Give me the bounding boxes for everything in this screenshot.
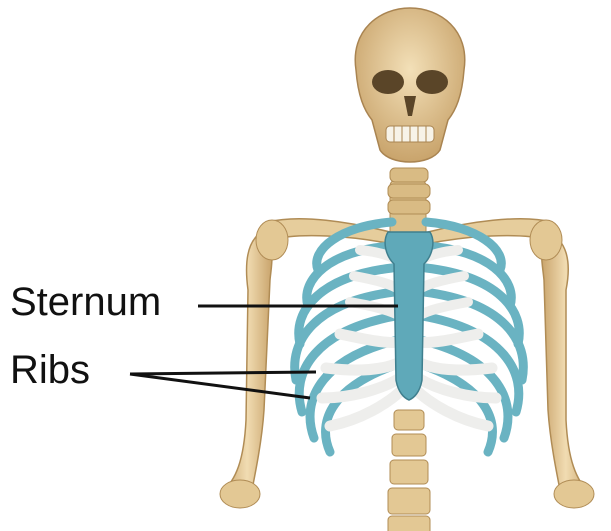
- sternum-label: Sternum: [10, 282, 161, 322]
- left-humerus: [220, 232, 272, 508]
- cervical-spine: [388, 168, 430, 214]
- ribs-leader-line-upper: [130, 372, 316, 374]
- right-humerus: [542, 232, 595, 508]
- skull: [355, 8, 465, 162]
- right-eye-socket: [416, 70, 448, 94]
- left-eye-socket: [372, 70, 404, 94]
- ribs-label: Ribs: [10, 350, 90, 390]
- ribs-leader-line-lower: [130, 374, 310, 398]
